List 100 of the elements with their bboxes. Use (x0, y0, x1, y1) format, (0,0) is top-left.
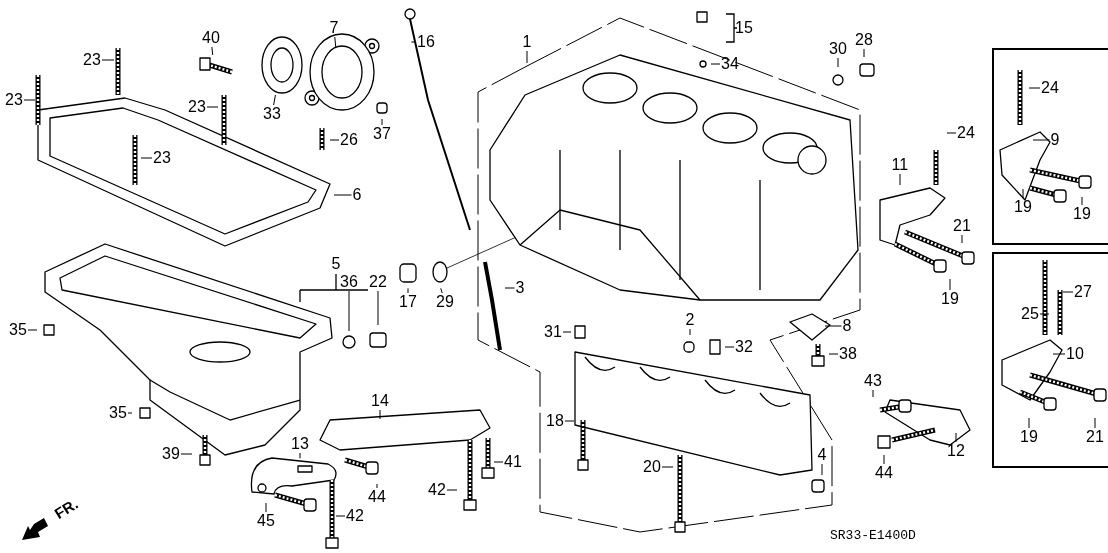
callout-number: 1 (521, 33, 533, 51)
callout-number: 35 (8, 321, 28, 339)
leader-line (821, 463, 823, 476)
callout-number: 34 (720, 55, 740, 73)
callout-number: 21 (952, 217, 972, 235)
callout-number: 37 (372, 125, 392, 143)
callout-number: 31 (543, 323, 563, 341)
leader-line (379, 409, 381, 420)
callout-number: 19 (1072, 205, 1092, 223)
leader-line (946, 132, 957, 134)
callout-number: 14 (370, 392, 390, 410)
callout-number: 29 (435, 293, 455, 311)
inset-panel (992, 252, 1108, 468)
leader-line (23, 99, 36, 101)
callout-number: 22 (368, 273, 388, 291)
leader-line (724, 346, 735, 348)
callout-number: 2 (684, 311, 696, 329)
leader-line (1022, 188, 1024, 199)
leader-line (526, 50, 528, 64)
callout-number: 19 (1019, 428, 1039, 446)
callout-number: 24 (956, 124, 976, 142)
leader-line (899, 173, 901, 186)
leader-line (206, 106, 219, 108)
callout-number: 6 (351, 186, 363, 204)
leader-line (1032, 139, 1050, 141)
callout-number: 26 (339, 131, 359, 149)
callout-number: 41 (503, 453, 523, 471)
callout-number: 36 (339, 273, 359, 291)
leader-line (334, 36, 337, 48)
callout-number: 42 (427, 481, 447, 499)
leader-line (1094, 417, 1096, 429)
callout-number: 4 (816, 446, 828, 464)
leader-line (661, 466, 674, 468)
callout-number: 12 (946, 442, 966, 460)
direction-label: FR. (51, 494, 81, 523)
callout-number: 27 (1073, 283, 1093, 301)
leader-line (180, 453, 193, 455)
leader-line (410, 41, 417, 43)
leader-line (710, 63, 721, 65)
leader-line (863, 48, 865, 58)
leader-line (381, 118, 383, 126)
callout-number: 11 (890, 156, 910, 174)
callout-number: 20 (642, 458, 662, 476)
callout-number: 44 (367, 488, 387, 506)
leader-line (335, 515, 346, 517)
leader-line (883, 454, 885, 465)
leader-line (949, 278, 951, 291)
callout-number: 7 (328, 19, 340, 37)
callout-number: 28 (854, 31, 874, 49)
leader-line (504, 287, 515, 289)
leader-line (961, 234, 963, 244)
diagram-code: SR33-E1400D (830, 528, 916, 543)
leader-line (299, 452, 301, 459)
callout-number: 21 (1085, 428, 1105, 446)
leader-line (446, 489, 458, 491)
callout-number: 15 (734, 19, 754, 37)
leader-line (562, 331, 572, 333)
callout-number: 23 (82, 51, 102, 69)
leader-line (824, 325, 842, 327)
leader-line (376, 483, 378, 489)
leader-line (1062, 291, 1074, 293)
leader-line (1028, 87, 1041, 89)
callout-number: 40 (201, 29, 221, 47)
callout-number: 5 (330, 255, 342, 273)
callout-number: 18 (545, 412, 565, 430)
leader-line (1081, 196, 1083, 206)
leader-line (27, 329, 38, 331)
leader-line (329, 139, 340, 141)
leader-line (564, 420, 575, 422)
callout-number: 23 (4, 91, 24, 109)
callout-number: 44 (874, 464, 894, 482)
leader-line (1039, 313, 1050, 315)
callout-number: 24 (1040, 79, 1060, 97)
leader-line (273, 94, 276, 106)
leader-line (440, 287, 443, 294)
leader-line (689, 328, 691, 336)
callout-number: 25 (1020, 305, 1040, 323)
callout-number: 23 (152, 149, 172, 167)
callout-number: 42 (345, 507, 365, 525)
callout-number: 19 (1013, 198, 1033, 216)
inset-panel (992, 48, 1108, 245)
leader-line (828, 353, 839, 355)
callout-number: 35 (108, 404, 128, 422)
leader-line (140, 157, 153, 159)
callout-number: 13 (290, 435, 310, 453)
callout-number: 33 (262, 105, 282, 123)
leader-line (211, 46, 214, 56)
leader-line (493, 461, 504, 463)
leader-line (955, 432, 957, 443)
callout-number: 16 (416, 33, 436, 51)
leader-line (333, 194, 352, 196)
callout-number: 30 (828, 40, 848, 58)
callout-number: 19 (940, 290, 960, 308)
leader-line (872, 389, 874, 398)
leader-line (407, 287, 409, 294)
callout-number: 43 (863, 372, 883, 390)
leader-line (101, 59, 115, 61)
callout-number: 39 (161, 445, 181, 463)
callout-number: 32 (734, 338, 754, 356)
leader-line (837, 57, 839, 68)
